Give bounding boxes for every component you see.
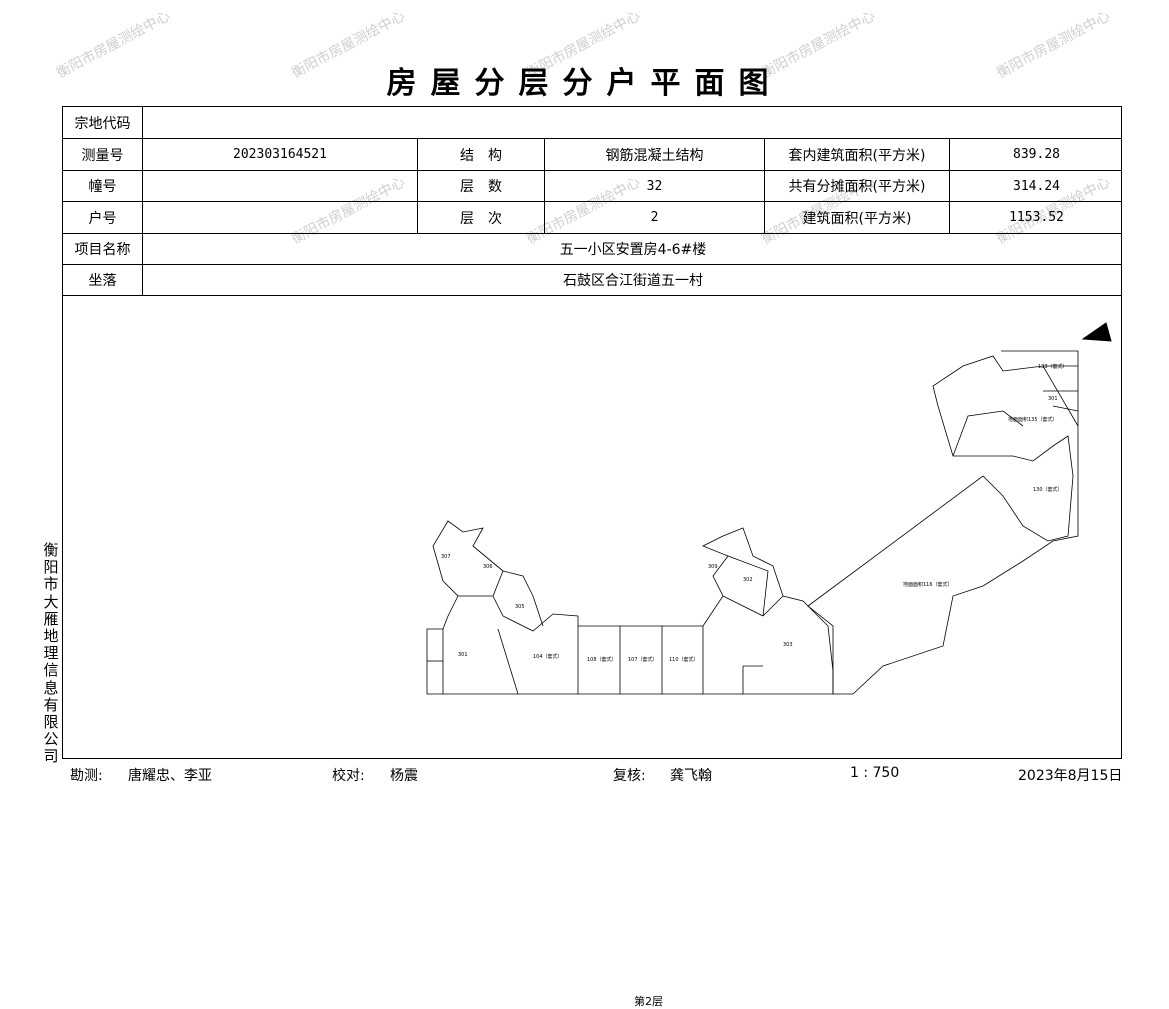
date: 2023年8月15日 bbox=[1018, 768, 1123, 784]
table-row: 宗地代码 bbox=[63, 107, 1121, 139]
unit-label: 地面面积135（套式） bbox=[1008, 416, 1058, 423]
info-table: 宗地代码 测量号 202303164521 结 构 钢筋混凝土结构 套内建筑面积… bbox=[62, 106, 1122, 296]
unit-label: 301 bbox=[1048, 396, 1058, 402]
unit-label: 108（套式） bbox=[587, 656, 617, 663]
building-area-value: 1153.52 bbox=[1009, 210, 1064, 225]
table-row: 坐落 石鼓区合江街道五一村 bbox=[63, 265, 1121, 295]
building-no-label: 幢号 bbox=[63, 171, 143, 201]
unit-label: 305 bbox=[515, 604, 525, 610]
survey-no-label: 测量号 bbox=[63, 139, 143, 170]
unit-label: 306 bbox=[483, 564, 493, 570]
unit-label: 110（套式） bbox=[669, 656, 699, 663]
structure-value: 钢筋混凝土结构 bbox=[545, 139, 765, 170]
unit-no-value bbox=[143, 202, 418, 233]
survey-value: 唐耀忠、李亚 bbox=[128, 768, 212, 784]
floor-plan-drawing: 307 306 305 301 104（套式） 108（套式） 107（套式） 110（套式）… bbox=[426, 322, 1112, 695]
scale: 1 : 750 bbox=[850, 765, 900, 781]
floors-value: 32 bbox=[545, 171, 765, 201]
table-row: 测量号 202303164521 结 构 钢筋混凝土结构 套内建筑面积(平方米)… bbox=[63, 139, 1121, 171]
building-area-label: 建筑面积(平方米) bbox=[765, 202, 950, 233]
project-value: 五一小区安置房4-6#楼 bbox=[559, 242, 707, 258]
floor-caption: 第2层 bbox=[634, 995, 663, 1008]
table-row: 项目名称 五一小区安置房4-6#楼 bbox=[63, 234, 1121, 265]
location-label: 坐落 bbox=[63, 265, 143, 295]
table-row: 幢号 层 数 32 共有分摊面积(平方米) 314.24 bbox=[63, 171, 1121, 202]
unit-label: 301 bbox=[458, 652, 468, 658]
inner-area-value: 839.28 bbox=[1013, 147, 1060, 162]
unit-label: 309 bbox=[708, 564, 718, 570]
location-value: 石鼓区合江街道五一村 bbox=[563, 273, 703, 289]
survey-no-value: 202303164521 bbox=[143, 139, 418, 170]
unit-label: 地面面积116（套式） bbox=[903, 581, 953, 588]
review-value: 龚飞翰 bbox=[670, 768, 712, 784]
parcel-code-value bbox=[143, 107, 1123, 138]
floor-value: 2 bbox=[545, 202, 765, 233]
survey-label: 勘测: bbox=[70, 768, 103, 784]
table-row: 户号 层 次 2 建筑面积(平方米) 1153.52 bbox=[63, 202, 1121, 234]
unit-no-label: 户号 bbox=[63, 202, 143, 233]
unit-label: 130（套式） bbox=[1033, 486, 1063, 493]
unit-label: 303 bbox=[783, 642, 793, 648]
parcel-code-label: 宗地代码 bbox=[63, 107, 143, 138]
proof-label: 校对: bbox=[332, 768, 365, 784]
shared-area-label: 共有分摊面积(平方米) bbox=[765, 171, 950, 201]
building-no-value bbox=[143, 171, 418, 201]
project-label: 项目名称 bbox=[63, 234, 143, 264]
unit-label: 104（套式） bbox=[533, 653, 563, 660]
structure-label: 结 构 bbox=[418, 139, 545, 170]
inner-area-label: 套内建筑面积(平方米) bbox=[765, 139, 950, 170]
organization-name: 衡阳市大雁地理信息有限公司 bbox=[43, 541, 59, 766]
unit-label: 107（套式） bbox=[628, 656, 658, 663]
unit-label: 133（套式） bbox=[1038, 363, 1068, 370]
floor-label: 层 次 bbox=[418, 202, 545, 233]
review-label: 复核: bbox=[613, 768, 646, 784]
proof-value: 杨震 bbox=[390, 768, 418, 784]
unit-label: 307 bbox=[441, 554, 451, 560]
unit-label: 302 bbox=[743, 577, 753, 583]
shared-area-value: 314.24 bbox=[1013, 178, 1060, 194]
page-title: 房屋分层分户平面图 bbox=[386, 66, 783, 101]
floor-plan-area: 307 306 305 301 104（套式） 108（套式） 107（套式） 110（套式）… bbox=[62, 296, 1122, 1008]
floors-label: 层 数 bbox=[418, 171, 545, 201]
